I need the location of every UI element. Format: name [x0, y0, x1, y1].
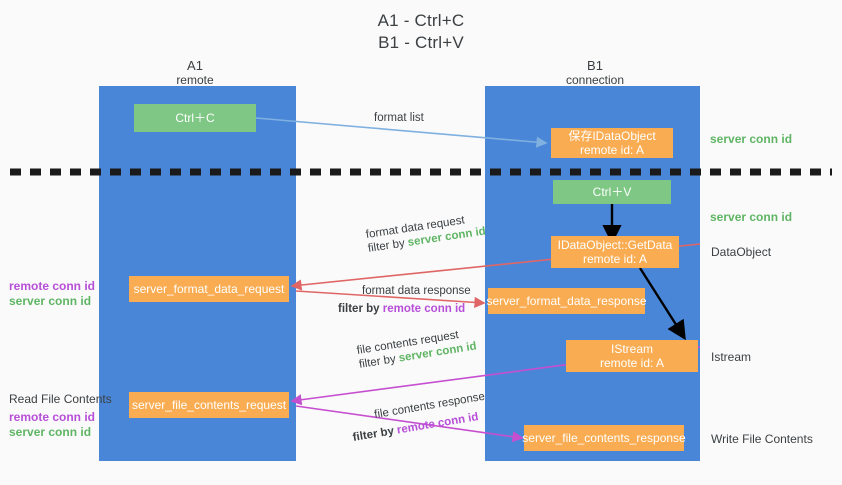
box-istream-line2: remote id: A — [599, 356, 665, 370]
box-save-idataobject-line1: 保存IDataObject — [568, 129, 656, 143]
box-save-idataobject[interactable]: 保存IDataObject remote id: A — [551, 128, 673, 158]
box-save-idataobject-line2: remote id: A — [579, 143, 645, 157]
note-server-conn-id-1: server conn id — [710, 132, 793, 146]
note-write-file-contents: Write File Contents — [711, 432, 813, 446]
note-dataobject: DataObject — [711, 245, 772, 259]
lane-header-b1: B1 connection — [525, 58, 665, 88]
note-server-conn-id-3: server conn id — [9, 294, 92, 308]
lane-title-a1: A1 — [187, 58, 203, 73]
note-group-file-contents: remote conn id server conn id — [9, 410, 95, 440]
note-group-format-data: remote conn id server conn id — [9, 279, 95, 309]
note-remote-conn-id-1: remote conn id — [9, 279, 96, 293]
lane-title-b1: B1 — [587, 58, 603, 73]
page-title: A1 - Ctrl+C B1 - Ctrl+V — [0, 10, 842, 54]
lane-subtitle-a1: remote — [176, 73, 214, 87]
title-line-1: A1 - Ctrl+C — [377, 11, 465, 30]
box-idataobject-getdata[interactable]: IDataObject::GetData remote id: A — [551, 236, 679, 268]
box-istream-line1: IStream — [610, 342, 653, 356]
box-server-file-contents-response[interactable]: server_file_contents_response — [522, 425, 686, 451]
token-remote-conn-id-fdresp: remote conn id — [382, 303, 466, 315]
edge-label-format-list: format list — [374, 112, 424, 124]
box-istream[interactable]: IStream remote id: A — [566, 340, 698, 372]
note-server-conn-id-2: server conn id — [710, 210, 793, 224]
note-remote-conn-id-2: remote conn id — [9, 410, 96, 424]
note-istream: Istream — [711, 350, 752, 364]
edge-label-file-contents-response: file contents response filter by remote … — [351, 390, 486, 444]
edge-label-file-contents-request: file contents request filter by server c… — [355, 329, 478, 371]
box-idataobject-getdata-line1: IDataObject::GetData — [557, 238, 673, 252]
box-server-format-data-response[interactable]: server_format_data_response — [486, 288, 647, 314]
box-ctrl-c[interactable]: Ctrl＋C — [134, 104, 256, 132]
box-server-file-contents-response-label: server_file_contents_response — [522, 431, 686, 445]
box-server-format-data-request[interactable]: server_format_data_request — [129, 276, 289, 302]
box-server-format-data-response-label: server_format_data_response — [486, 294, 647, 308]
edge-label-format-data-response: format data response filter by remote co… — [338, 285, 471, 315]
box-server-file-contents-request-label: server_file_contents_request — [131, 398, 287, 412]
box-ctrl-c-label: Ctrl＋C — [175, 111, 215, 125]
edge-label-format-data-request: format data request filter by server con… — [365, 214, 487, 255]
note-read-file-contents: Read File Contents — [9, 392, 112, 406]
note-server-conn-id-4: server conn id — [9, 425, 92, 439]
title-line-2: B1 - Ctrl+V — [378, 33, 464, 52]
box-ctrl-v[interactable]: Ctrl＋V — [553, 180, 671, 204]
box-idataobject-getdata-line2: remote id: A — [582, 252, 648, 266]
lane-subtitle-b1: connection — [565, 73, 625, 87]
box-server-format-data-request-label: server_format_data_request — [133, 282, 285, 296]
box-server-file-contents-request[interactable]: server_file_contents_request — [129, 392, 289, 418]
lane-header-a1: A1 remote — [125, 58, 265, 88]
box-ctrl-v-label: Ctrl＋V — [592, 185, 632, 199]
